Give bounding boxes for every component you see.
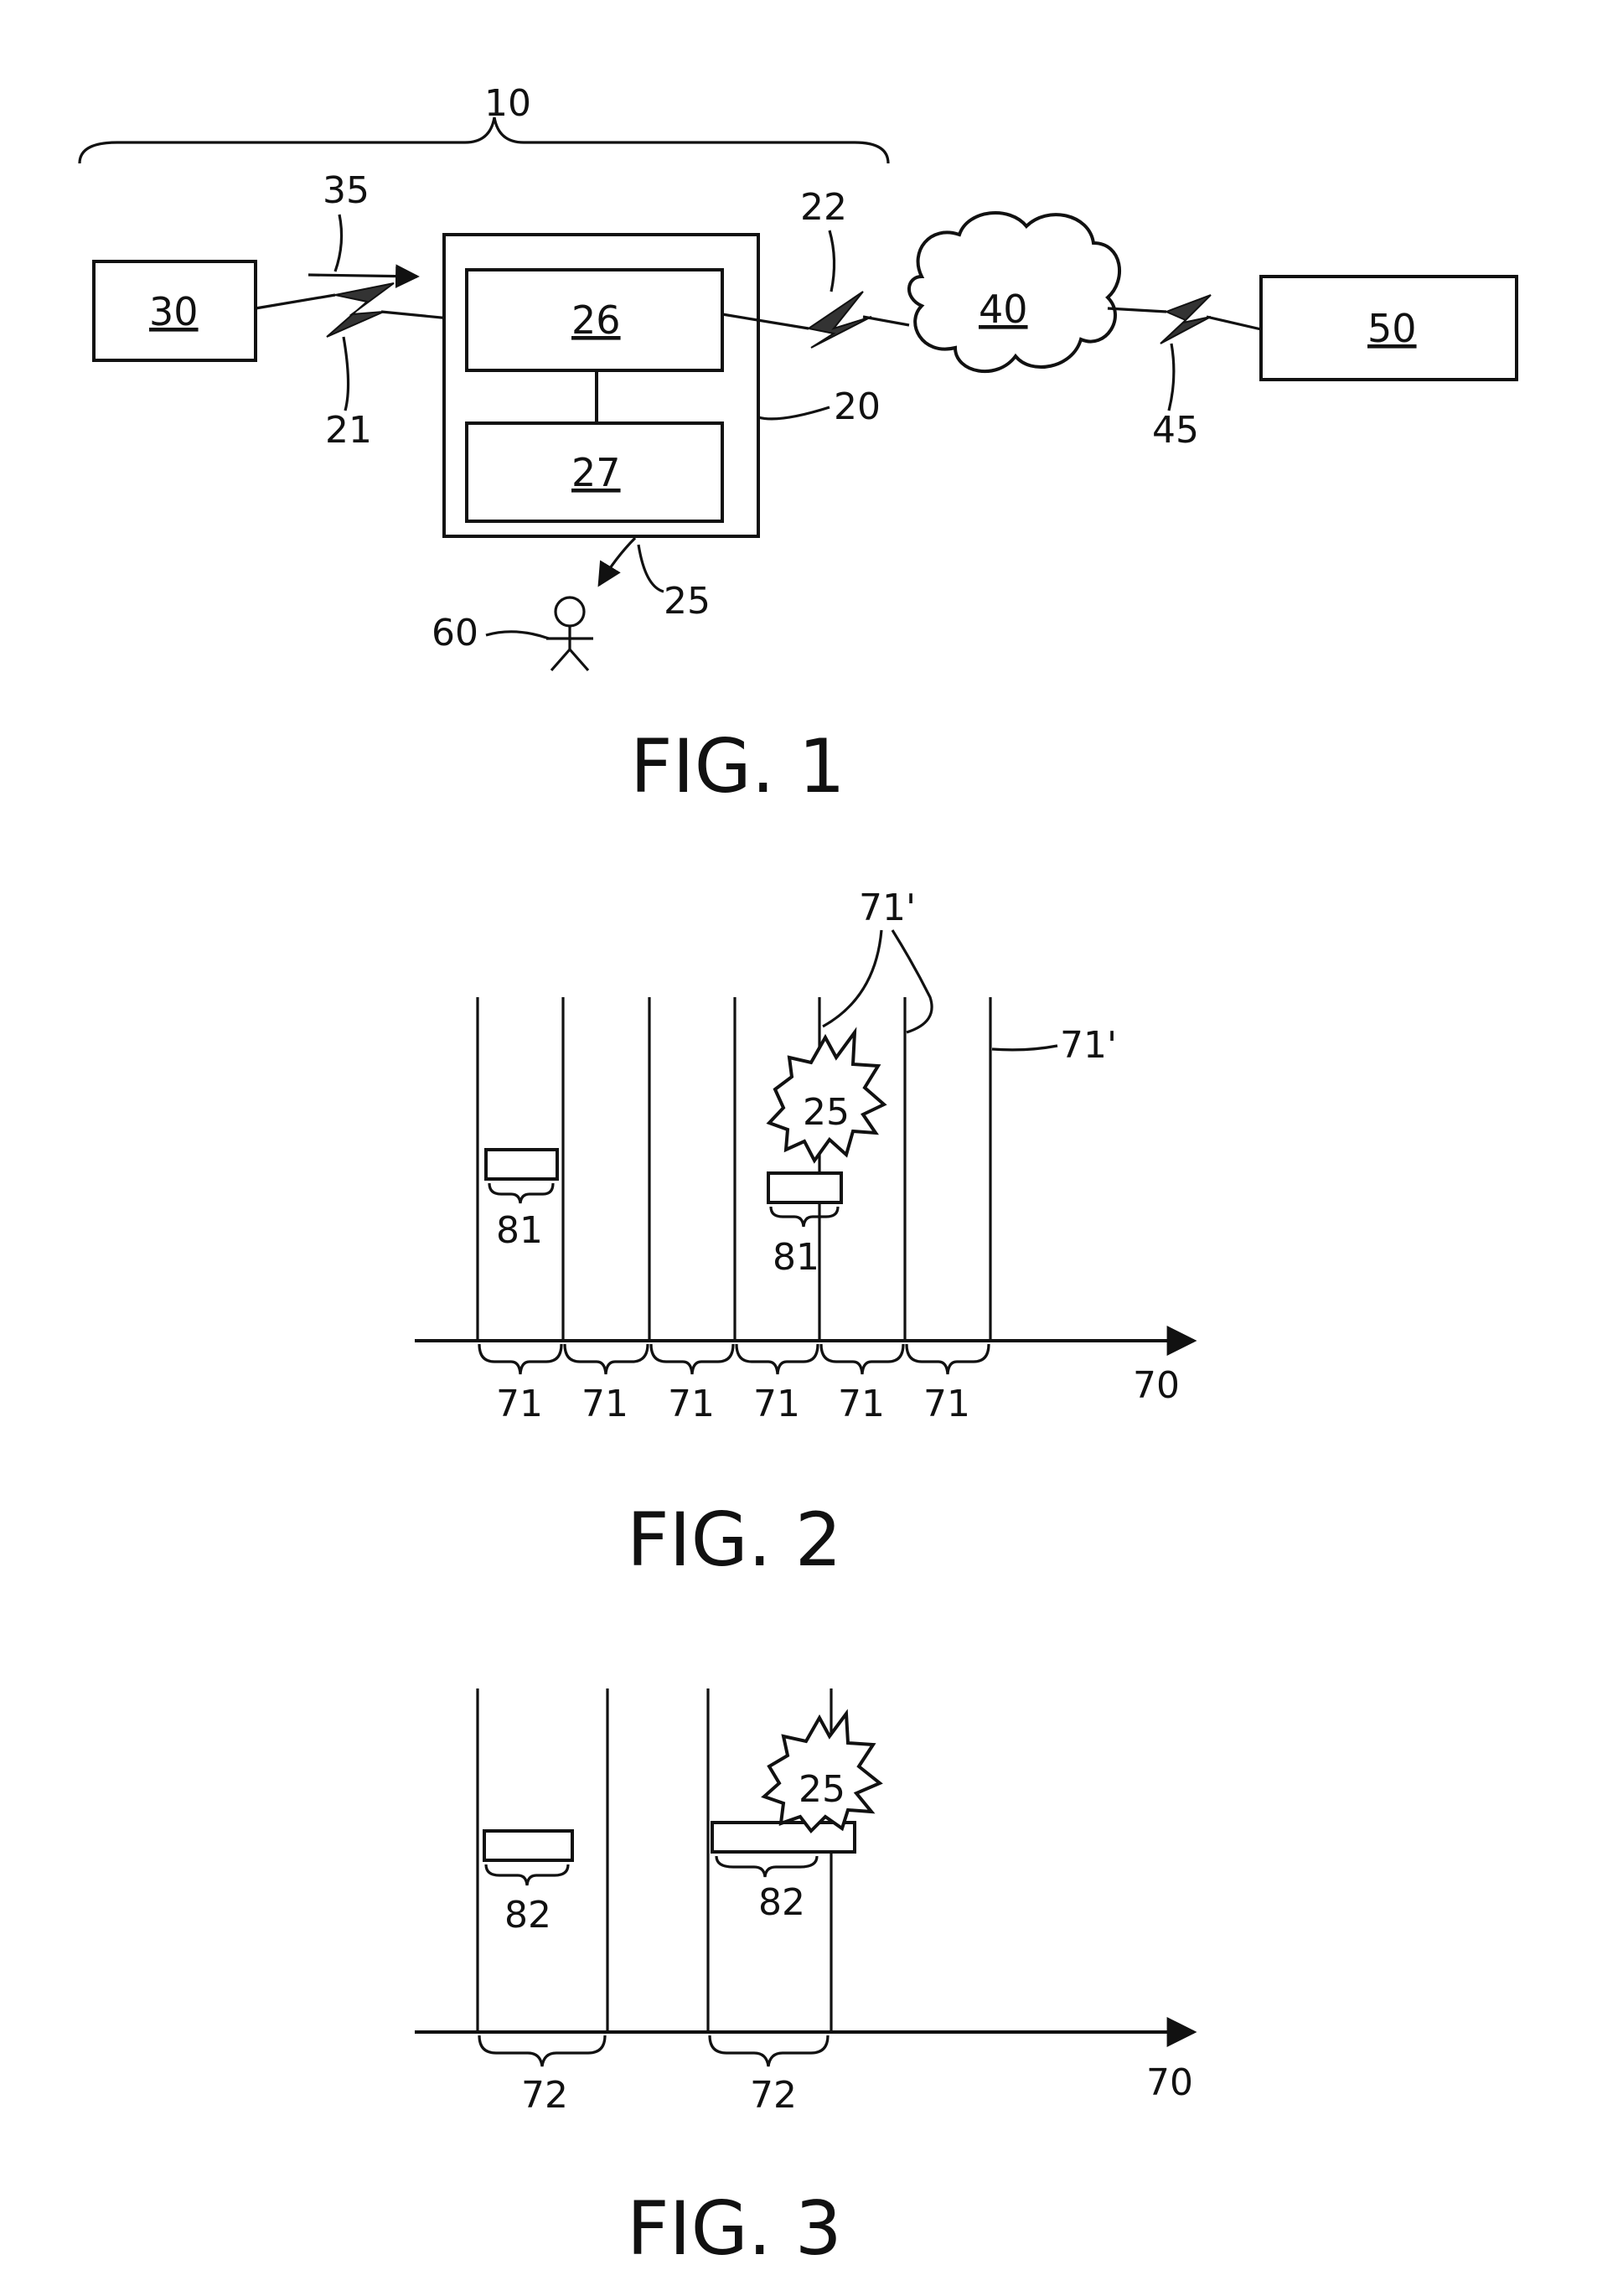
boundary-label-right: 71' [1060,1024,1117,1067]
unit-26-label: 26 [571,297,621,343]
packet-box [484,1831,572,1860]
slot-brace [479,2035,605,2066]
packet-box [712,1823,855,1852]
alert-label: 25 [664,580,711,623]
network-label: 40 [979,287,1028,332]
figure-3-caption: FIG. 3 [627,2185,842,2272]
slot-label: 71 [838,1383,885,1425]
slot-braces [479,1344,989,1374]
collision-burst-label: 25 [803,1091,850,1134]
slot-label: 72 [521,2074,568,2117]
link-in-label: 21 [325,409,372,452]
slot-label: 71 [496,1383,543,1425]
boundary-label: 71' [859,887,916,929]
slot-label: 71 [668,1383,715,1425]
collision-burst-label: 25 [799,1768,845,1811]
user-label: 60 [432,612,478,654]
figure-2-caption: FIG. 2 [627,1497,842,1583]
link-server-label: 45 [1152,409,1199,452]
packet-label: 81 [496,1209,543,1252]
packet-label: 82 [758,1881,805,1924]
packet-label: 82 [504,1894,551,1937]
boundary-leader [823,930,881,1026]
wireless-link-icon [327,283,394,337]
alert-arrow [599,538,635,585]
slot-label: 71 [923,1383,970,1425]
packet-box [486,1150,557,1179]
system-label: 10 [484,82,531,125]
time-axis-label: 70 [1133,1364,1180,1407]
wireless-link-icon [809,292,871,348]
signal-arrow-leader [335,215,342,271]
time-axis-label: 70 [1146,2061,1193,2104]
unit-27-label: 27 [571,450,621,495]
slot-brace [710,2035,828,2066]
signal-arrow [308,275,417,277]
figure-3: 70 72 72 82 82 25 FIG. 3 [415,1688,1194,2272]
figure-1-caption: FIG. 1 [630,723,845,809]
device-leader [758,407,830,419]
server-label: 50 [1367,306,1417,351]
packet-box [768,1173,841,1202]
figure-2: 70 71 71 71 71 71 71 71' 71' [415,887,1194,1583]
source-box-label: 30 [149,289,199,334]
slot-label: 71 [753,1383,800,1425]
signal-arrow-label: 35 [323,169,370,212]
slot-label: 72 [750,2074,797,2117]
boundary-leader [892,930,932,1032]
slot-label: 71 [581,1383,628,1425]
link-out-label: 22 [800,186,847,229]
device-label: 20 [834,385,881,428]
wireless-link-icon [1160,295,1211,344]
user-icon [546,597,593,670]
packet-label: 81 [773,1236,819,1279]
figure-1: 10 30 35 21 26 27 20 22 40 [80,82,1517,809]
